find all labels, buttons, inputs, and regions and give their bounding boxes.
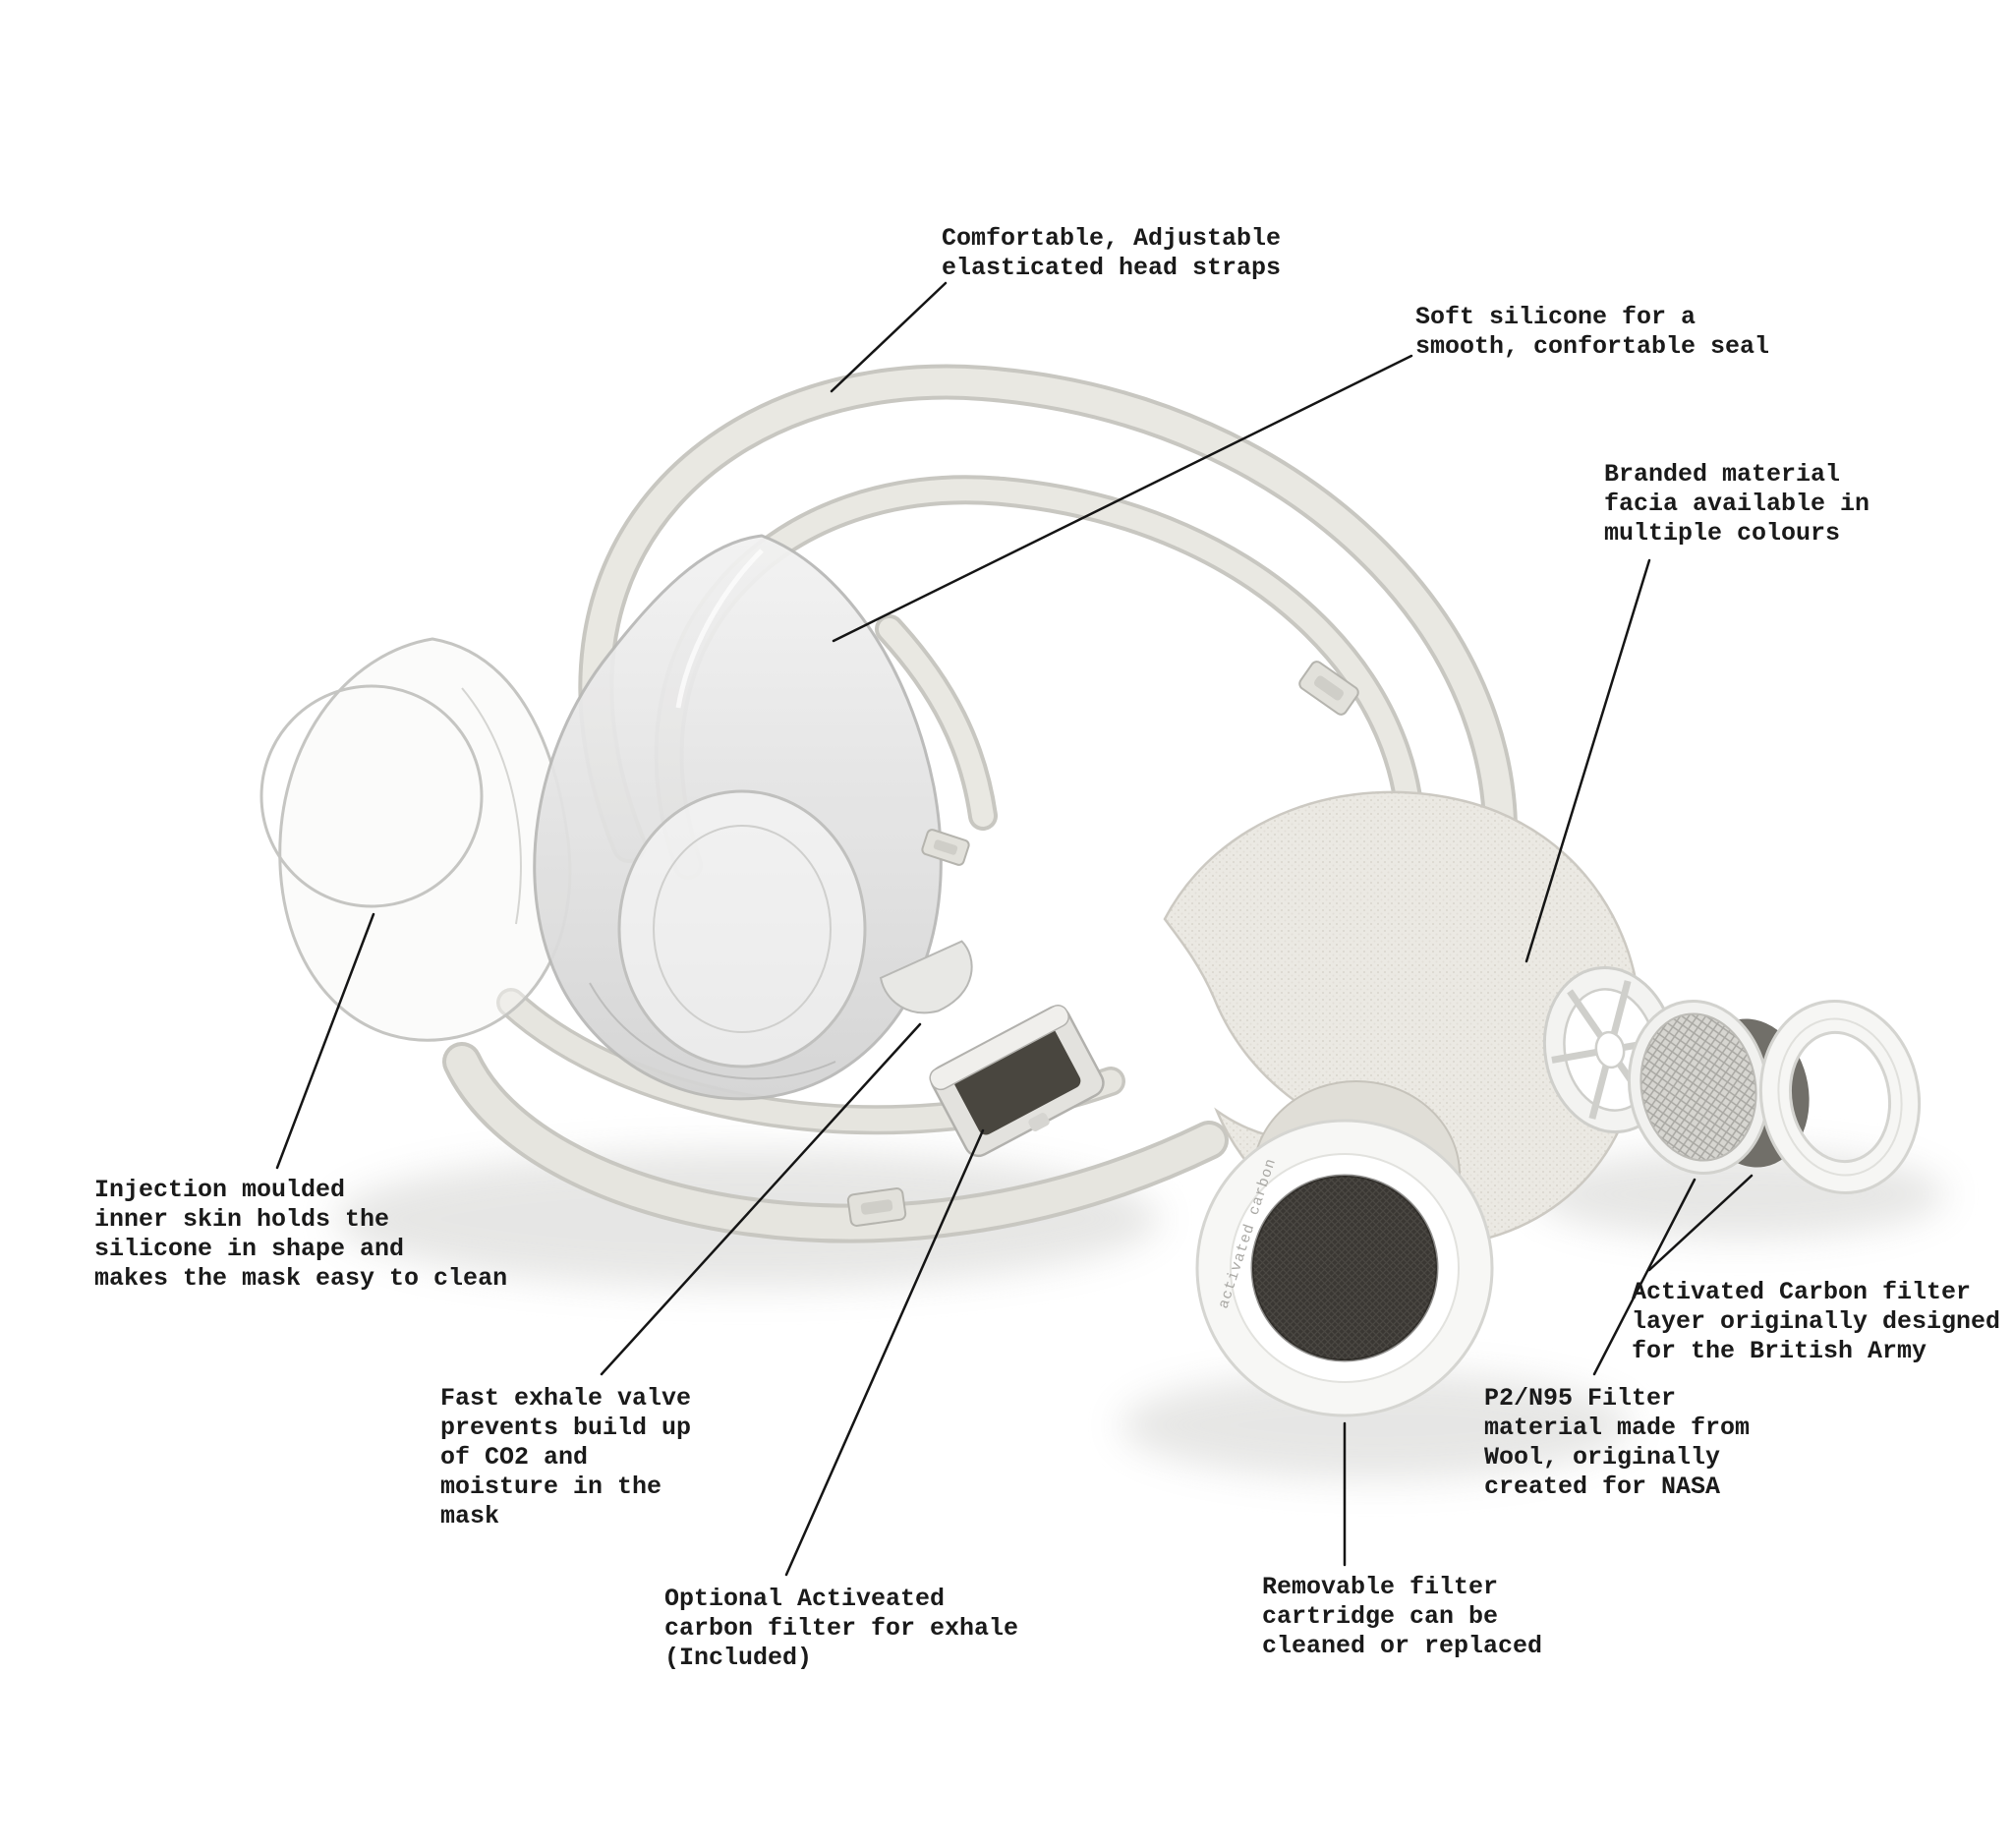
annotation-activated-carbon-layer: Activated Carbon filter layer originally… (1632, 1278, 2001, 1365)
annotation-inner-skin: Injection moulded inner skin holds the s… (94, 1176, 508, 1293)
strap-buckle-mid (921, 829, 970, 866)
annotation-carbon-exhale-filter: Optional Activeated carbon filter for ex… (664, 1585, 1019, 1672)
annotation-p2-filter: P2/N95 Filter material made from Wool, o… (1484, 1384, 1751, 1501)
annotation-branded-facia: Branded material facia available in mult… (1604, 460, 1870, 548)
p2-wool-filter-disc (1627, 999, 1770, 1176)
retaining-ring (1758, 1000, 1922, 1194)
strap-buckle-lower (846, 1187, 907, 1227)
strap-buckle-top (1298, 661, 1359, 716)
inner-skin-shell (259, 637, 572, 1042)
annotation-filter-cartridge: Removable filter cartridge can be cleane… (1262, 1573, 1543, 1660)
annotation-head-straps: Comfortable, Adjustable elasticated head… (942, 224, 1282, 282)
annotation-silicone-seal: Soft silicone for a smooth, confortable … (1415, 303, 1770, 361)
filter-cartridge: activated carbon (1195, 1119, 1494, 1417)
strap-front-segment (875, 614, 998, 831)
annotation-exhale-valve: Fast exhale valve prevents build up of C… (440, 1384, 692, 1530)
carbon-exhale-filter (929, 1005, 1105, 1158)
exhale-valve (879, 940, 973, 1014)
